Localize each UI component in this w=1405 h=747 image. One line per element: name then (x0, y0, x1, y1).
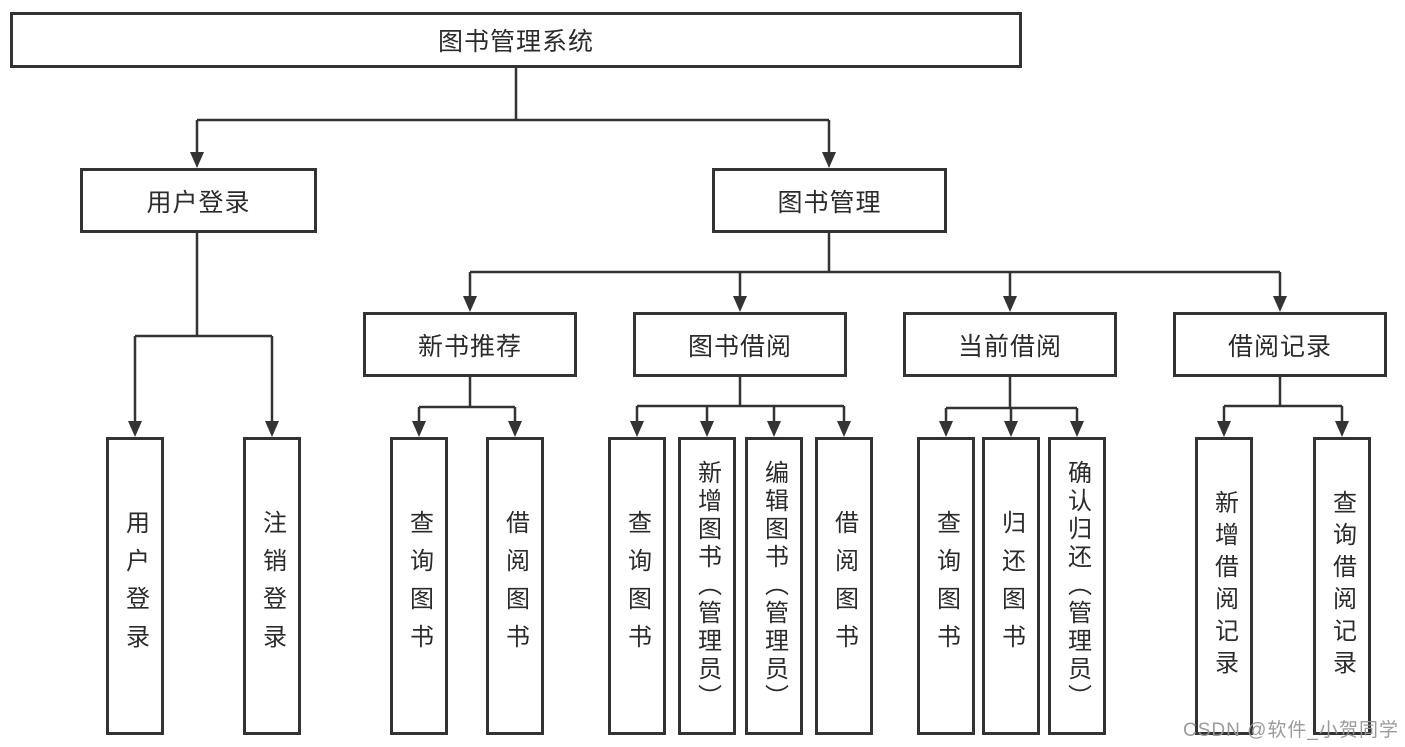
node-current-borrow: 当前借阅 (903, 312, 1117, 377)
leaf-borrow-books-borrow-label: 借阅图书 (830, 510, 858, 662)
leaf-add-book-admin: 新增图书（管理员） (678, 437, 736, 735)
leaf-user-login: 用户登录 (106, 437, 164, 735)
leaf-logout: 注销登录 (243, 437, 301, 735)
leaf-return-book-label: 归还图书 (997, 510, 1025, 662)
leaf-query-books-newbook: 查询图书 (390, 437, 448, 735)
leaf-add-borrow-record: 新增借阅记录 (1195, 437, 1253, 735)
leaf-borrow-books-newbook: 借阅图书 (486, 437, 544, 735)
node-book-management-label: 图书管理 (777, 188, 882, 217)
leaf-borrow-books-borrow: 借阅图书 (815, 437, 873, 735)
node-user-login-label: 用户登录 (146, 188, 251, 217)
node-book-borrow: 图书借阅 (633, 312, 847, 377)
leaf-logout-label: 注销登录 (258, 510, 286, 662)
leaf-add-borrow-record-label: 新增借阅记录 (1210, 490, 1238, 682)
node-current-borrow-label: 当前借阅 (957, 332, 1062, 361)
node-user-login: 用户登录 (80, 168, 317, 233)
leaf-borrow-books-newbook-label: 借阅图书 (501, 510, 529, 662)
leaf-user-login-label: 用户登录 (121, 510, 149, 662)
node-root-label: 图书管理系统 (437, 28, 594, 56)
node-new-book-recommend-label: 新书推荐 (417, 332, 522, 361)
leaf-edit-book-admin: 编辑图书（管理员） (745, 437, 803, 735)
leaf-query-books-borrow-label: 查询图书 (623, 510, 651, 662)
leaf-query-borrow-record-label: 查询借阅记录 (1328, 490, 1356, 682)
leaf-query-books-current-label: 查询图书 (932, 510, 960, 662)
node-book-management: 图书管理 (712, 168, 947, 233)
node-book-borrow-label: 图书借阅 (687, 332, 792, 361)
leaf-confirm-return-admin-label: 确认归还（管理员） (1063, 460, 1091, 712)
node-root-system: 图书管理系统 (10, 12, 1022, 68)
leaf-confirm-return-admin: 确认归还（管理员） (1048, 437, 1106, 735)
leaf-query-books-newbook-label: 查询图书 (405, 510, 433, 662)
leaf-query-books-current: 查询图书 (917, 437, 975, 735)
leaf-add-book-admin-label: 新增图书（管理员） (693, 460, 721, 712)
leaf-query-borrow-record: 查询借阅记录 (1313, 437, 1371, 735)
leaf-query-books-borrow: 查询图书 (608, 437, 666, 735)
leaf-return-book: 归还图书 (982, 437, 1040, 735)
node-borrow-records: 借阅记录 (1173, 312, 1387, 377)
node-borrow-records-label: 借阅记录 (1227, 332, 1332, 361)
leaf-edit-book-admin-label: 编辑图书（管理员） (760, 460, 788, 712)
csdn-watermark: CSDN @软件_小贺同学 (1183, 720, 1399, 741)
node-new-book-recommend: 新书推荐 (363, 312, 577, 377)
